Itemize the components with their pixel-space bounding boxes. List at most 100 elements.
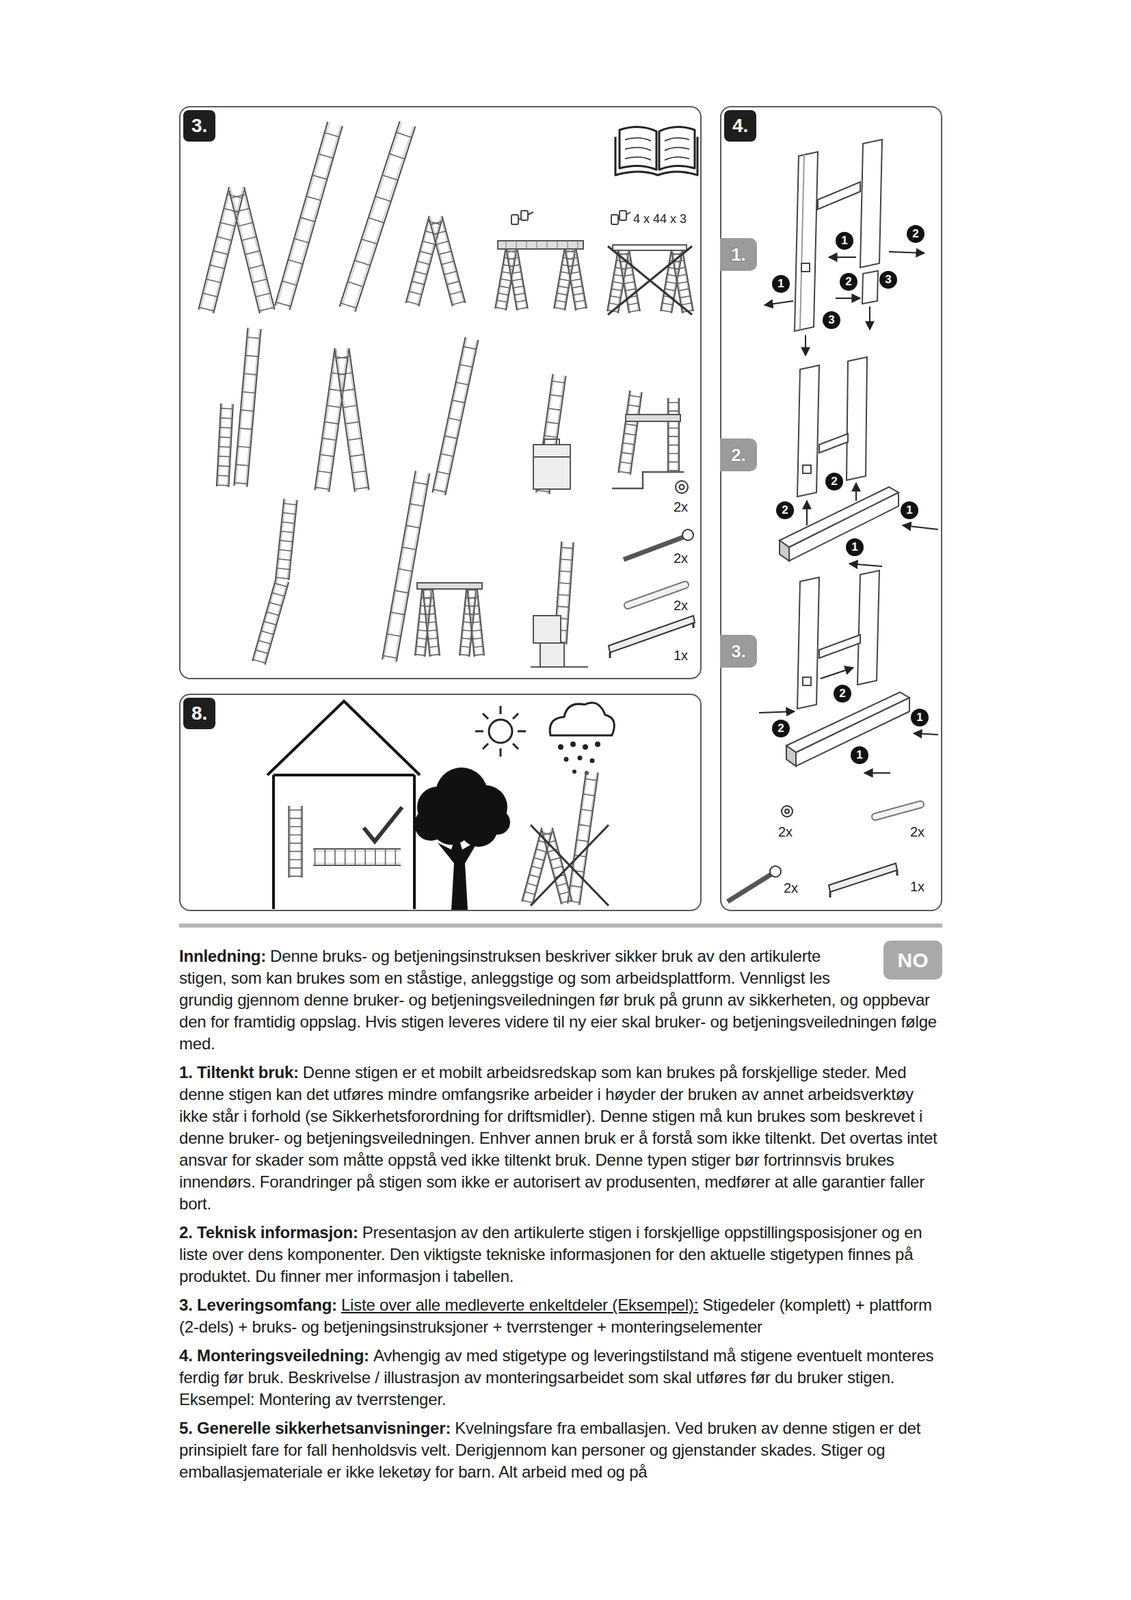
assembly-step-drawing <box>794 151 818 331</box>
parts-list-icons <box>828 862 898 892</box>
assembly-step-drawing <box>779 486 899 548</box>
ladder-configurations <box>467 584 485 657</box>
step-badge: 3. <box>720 634 757 668</box>
section-text: Denne bruks- og betjeningsinstruksen bes… <box>179 946 937 1053</box>
ladder-configurations <box>198 186 244 314</box>
rain-cloud-symbol <box>572 769 577 774</box>
assembly-arrows <box>888 251 925 254</box>
section-heading: 1. Tiltenkt bruk: <box>179 1062 299 1082</box>
indoor-use-scene <box>267 700 420 909</box>
figure-number: 4. <box>724 110 757 142</box>
callout-number: 1 <box>845 538 864 556</box>
figure-panel: 8. <box>179 693 702 911</box>
ladder-configurations <box>406 216 443 307</box>
quantity-label: 1x <box>910 877 925 896</box>
badge-spacer <box>871 945 943 985</box>
section-heading: 5. Generelle sikkerhetsanvisninger: <box>179 1418 451 1437</box>
ladder-configurations <box>233 327 261 487</box>
ladder-configurations <box>274 121 343 310</box>
callout-number: 1 <box>772 274 790 293</box>
assembly-arrows <box>820 667 854 679</box>
body-text: Innledning:Denne bruks- og betjeningsins… <box>179 945 943 1490</box>
rain-cloud-symbol <box>557 743 564 750</box>
sun-symbol <box>488 719 513 743</box>
quantity-label: 2x <box>778 822 793 841</box>
manual-book-icon <box>619 126 657 170</box>
ladder-configurations <box>611 471 684 489</box>
parts-list-icons <box>830 869 898 898</box>
ladder-configurations <box>275 498 297 580</box>
manual-book-icon <box>615 136 698 176</box>
ladder-configurations <box>625 414 681 422</box>
figure-panel: 3. <box>179 105 702 680</box>
ladder-configurations <box>422 584 440 657</box>
callout-number: 2 <box>906 224 925 243</box>
rain-cloud-symbol <box>582 743 589 750</box>
step-badge: 2. <box>720 438 757 472</box>
section-text: Denne stigen er et mobilt arbeidsredskap… <box>179 1062 938 1213</box>
ladder-configurations <box>533 444 571 489</box>
quantity-label: 2x <box>783 878 798 897</box>
ladder-configurations <box>432 337 478 496</box>
assembly-arrows <box>759 711 795 713</box>
ladder-configurations <box>506 246 528 311</box>
assembly-step-drawing <box>819 433 848 453</box>
ladder-configurations <box>314 348 349 493</box>
tree-symbol <box>414 767 511 910</box>
callout-number: 2 <box>839 272 858 291</box>
quantity-label: 1x <box>673 646 688 664</box>
hinge-icon <box>618 211 631 219</box>
rain-cloud-symbol <box>594 741 601 747</box>
paragraph: 3. Leveringsomfang:Liste over alle medle… <box>179 1293 943 1338</box>
tree-symbol <box>414 807 448 841</box>
paragraph: Innledning:Denne bruks- og betjeningsins… <box>179 945 943 1055</box>
ladder-configurations <box>429 216 466 307</box>
assembly-step-drawing <box>817 181 861 210</box>
section-heading: 3. Leveringsomfang: <box>179 1295 338 1314</box>
ladder-configurations <box>553 246 576 311</box>
assembly-arrows <box>806 482 939 567</box>
assembly-arrows <box>849 563 883 567</box>
assembly-arrows <box>764 300 794 305</box>
hinge-icon <box>511 214 519 225</box>
assembly-step-drawing <box>789 492 899 561</box>
parts-list-icons <box>682 529 694 541</box>
language-code: NO <box>897 948 929 972</box>
assembly-arrows <box>864 772 891 774</box>
assembly-step-drawing <box>779 540 790 561</box>
indoor-use-scene <box>313 848 401 866</box>
parts-list-icons <box>727 804 921 902</box>
assembly-step-drawing <box>794 139 883 331</box>
assembly-step-drawing <box>786 570 910 766</box>
parts-list-icons <box>784 808 790 814</box>
outdoor-use-crossed <box>521 827 552 904</box>
parts-list-icons <box>875 804 921 817</box>
ladder-configurations <box>495 246 517 311</box>
parts-list-icons <box>608 615 695 653</box>
callout-number: 2 <box>776 501 794 520</box>
outdoor-use-crossed <box>530 824 609 906</box>
ladder-configurations <box>607 249 630 314</box>
section-heading: 4. Monteringsveiledning: <box>179 1345 370 1365</box>
separator-bar <box>179 923 943 928</box>
assembly-arrows <box>828 256 857 258</box>
indoor-use-scene <box>363 806 403 842</box>
section-heading: Innledning: <box>179 946 266 965</box>
sun-symbol <box>475 705 526 757</box>
step-number: 3. <box>730 640 747 662</box>
assembly-arrows <box>902 525 939 530</box>
quantity-label: 2x <box>910 822 925 841</box>
assembly-step-drawing <box>800 154 805 330</box>
indoor-use-scene <box>267 700 420 909</box>
assembly-step-drawing <box>857 570 880 685</box>
callout-number: 3 <box>822 311 841 329</box>
assembly-step-drawing <box>779 356 899 561</box>
assembly-step-drawing <box>846 356 868 481</box>
rain-cloud-symbol <box>564 756 569 762</box>
quantity-label: 2x <box>673 549 688 567</box>
callout-number: 2 <box>833 684 852 703</box>
assembly-arrows <box>835 297 861 299</box>
rain-cloud-symbol <box>549 702 615 736</box>
assembly-step-drawing <box>801 263 810 272</box>
ladder-configurations <box>382 470 430 662</box>
